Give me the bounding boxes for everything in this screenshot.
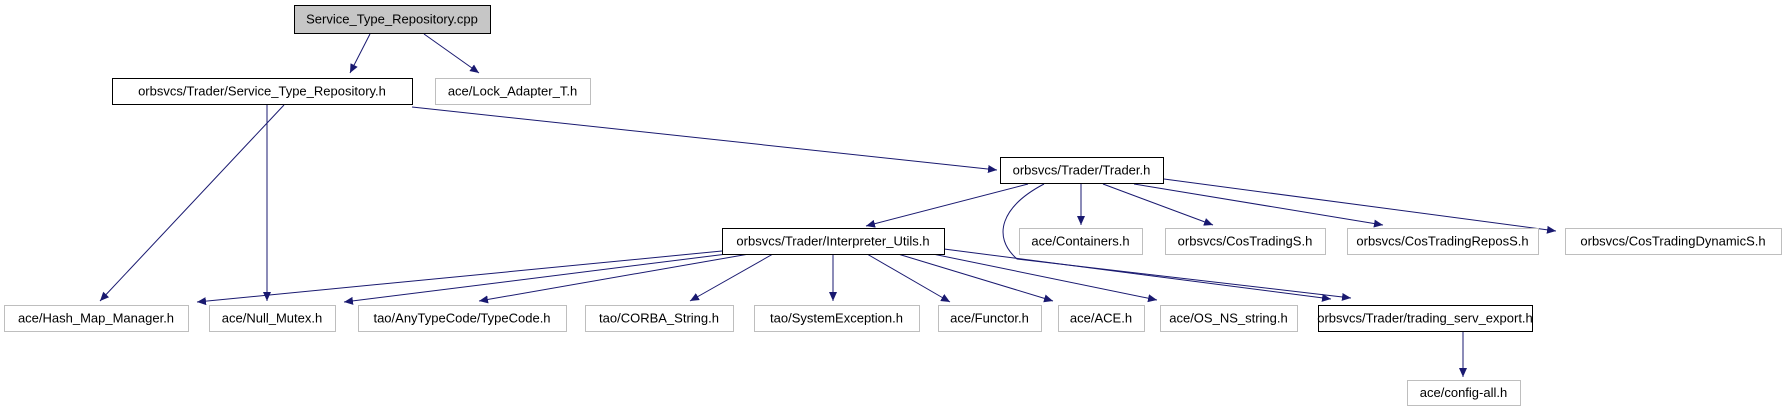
node-box — [209, 305, 336, 332]
node-box — [1407, 380, 1521, 406]
node-box — [1058, 305, 1145, 332]
node-label: ace/Functor.h — [950, 311, 1029, 326]
node-box — [722, 228, 945, 255]
graph-node-costradings[interactable]: orbsvcs/CosTradingS.h — [1165, 228, 1326, 255]
node-box — [754, 305, 920, 332]
node-label: ace/Lock_Adapter_T.h — [448, 84, 577, 99]
graph-node-typecode[interactable]: tao/AnyTypeCode/TypeCode.h — [358, 305, 567, 332]
node-box — [1019, 228, 1143, 255]
graph-node-costradingdynamics[interactable]: orbsvcs/CosTradingDynamicS.h — [1565, 228, 1782, 255]
graph-edge-trader-to-costradingreposs — [1133, 183, 1384, 228]
graph-edge-interp-to-export — [943, 248, 1332, 302]
node-box — [1347, 228, 1539, 255]
node-box — [435, 78, 591, 105]
graph-edge-trader-to-costradings — [1102, 183, 1214, 226]
graph-node-ace[interactable]: ace/ACE.h — [1058, 305, 1145, 332]
graph-node-configall[interactable]: ace/config-all.h — [1407, 380, 1521, 406]
graph-node-containers[interactable]: ace/Containers.h — [1019, 228, 1143, 255]
node-label: ace/Null_Mutex.h — [222, 311, 322, 326]
node-label: ace/Containers.h — [1031, 234, 1129, 249]
node-label: tao/AnyTypeCode/TypeCode.h — [373, 311, 550, 326]
node-box — [1318, 305, 1533, 332]
graph-edge-interp-to-osns — [922, 251, 1158, 303]
graph-edge-trader-to-export — [1002, 183, 1352, 301]
graph-node-hashmap[interactable]: ace/Hash_Map_Manager.h — [4, 305, 189, 332]
node-label: ace/Hash_Map_Manager.h — [18, 311, 174, 326]
node-label: orbsvcs/Trader/Interpreter_Utils.h — [736, 234, 929, 249]
graph-node-corbastring[interactable]: tao/CORBA_String.h — [585, 305, 734, 332]
node-box — [4, 305, 189, 332]
node-box — [585, 305, 734, 332]
graph-node-export[interactable]: orbsvcs/Trader/trading_serv_export.h — [1317, 305, 1533, 332]
node-label: orbsvcs/CosTradingS.h — [1178, 234, 1313, 249]
graph-edge-cpp-to-lock — [423, 33, 480, 74]
graph-node-nullmutex[interactable]: ace/Null_Mutex.h — [209, 305, 336, 332]
graph-node-osns[interactable]: ace/OS_NS_string.h — [1160, 305, 1298, 332]
node-label: orbsvcs/CosTradingReposS.h — [1356, 234, 1528, 249]
node-box — [112, 78, 413, 105]
node-label: tao/CORBA_String.h — [599, 311, 719, 326]
node-box — [1160, 305, 1298, 332]
graph-node-sr_h[interactable]: orbsvcs/Trader/Service_Type_Repository.h — [112, 78, 413, 105]
graph-edge-interp-to-functor — [866, 253, 951, 303]
graph-edge-trader-to-costradingdynamics — [1163, 178, 1557, 234]
node-box — [1165, 228, 1326, 255]
node-label: tao/SystemException.h — [770, 311, 903, 326]
node-box — [358, 305, 567, 332]
graph-node-functor[interactable]: ace/Functor.h — [938, 305, 1042, 332]
node-box — [294, 5, 491, 34]
graph-node-sysexception[interactable]: tao/SystemException.h — [754, 305, 920, 332]
graph-edge-interp-to-hashmap — [196, 250, 723, 306]
graph-node-lock[interactable]: ace/Lock_Adapter_T.h — [435, 78, 591, 105]
node-label: ace/config-all.h — [1420, 385, 1507, 400]
graph-node-cpp[interactable]: Service_Type_Repository.cpp — [294, 5, 491, 34]
node-box — [938, 305, 1042, 332]
graph-node-interp[interactable]: orbsvcs/Trader/Interpreter_Utils.h — [722, 228, 945, 255]
node-label: ace/ACE.h — [1070, 311, 1132, 326]
node-label: orbsvcs/CosTradingDynamicS.h — [1580, 234, 1765, 249]
graph-edge-interp-to-corbastring — [689, 253, 774, 302]
graph-edge-sr_h-to-hashmap — [99, 104, 285, 302]
node-label: ace/OS_NS_string.h — [1169, 311, 1288, 326]
graph-edge-interp-to-ace — [897, 253, 1054, 303]
graph-node-costradingreposs[interactable]: orbsvcs/CosTradingReposS.h — [1347, 228, 1539, 255]
node-label: Service_Type_Repository.cpp — [306, 12, 478, 27]
graph-node-trader[interactable]: orbsvcs/Trader/Trader.h — [1000, 157, 1164, 184]
graph-edge-cpp-to-sr_h — [349, 33, 371, 74]
graph-edge-sr_h-to-trader — [411, 106, 998, 174]
graph-edge-trader-to-interp — [865, 183, 1029, 228]
node-label: orbsvcs/Trader/trading_serv_export.h — [1317, 311, 1533, 326]
node-box — [1000, 157, 1164, 184]
node-label: orbsvcs/Trader/Service_Type_Repository.h — [138, 84, 386, 99]
node-label: orbsvcs/Trader/Trader.h — [1013, 163, 1151, 178]
graph-edge-interp-to-nullmutex — [343, 253, 728, 305]
graph-edge-interp-to-typecode — [478, 253, 750, 304]
node-box — [1565, 228, 1782, 255]
